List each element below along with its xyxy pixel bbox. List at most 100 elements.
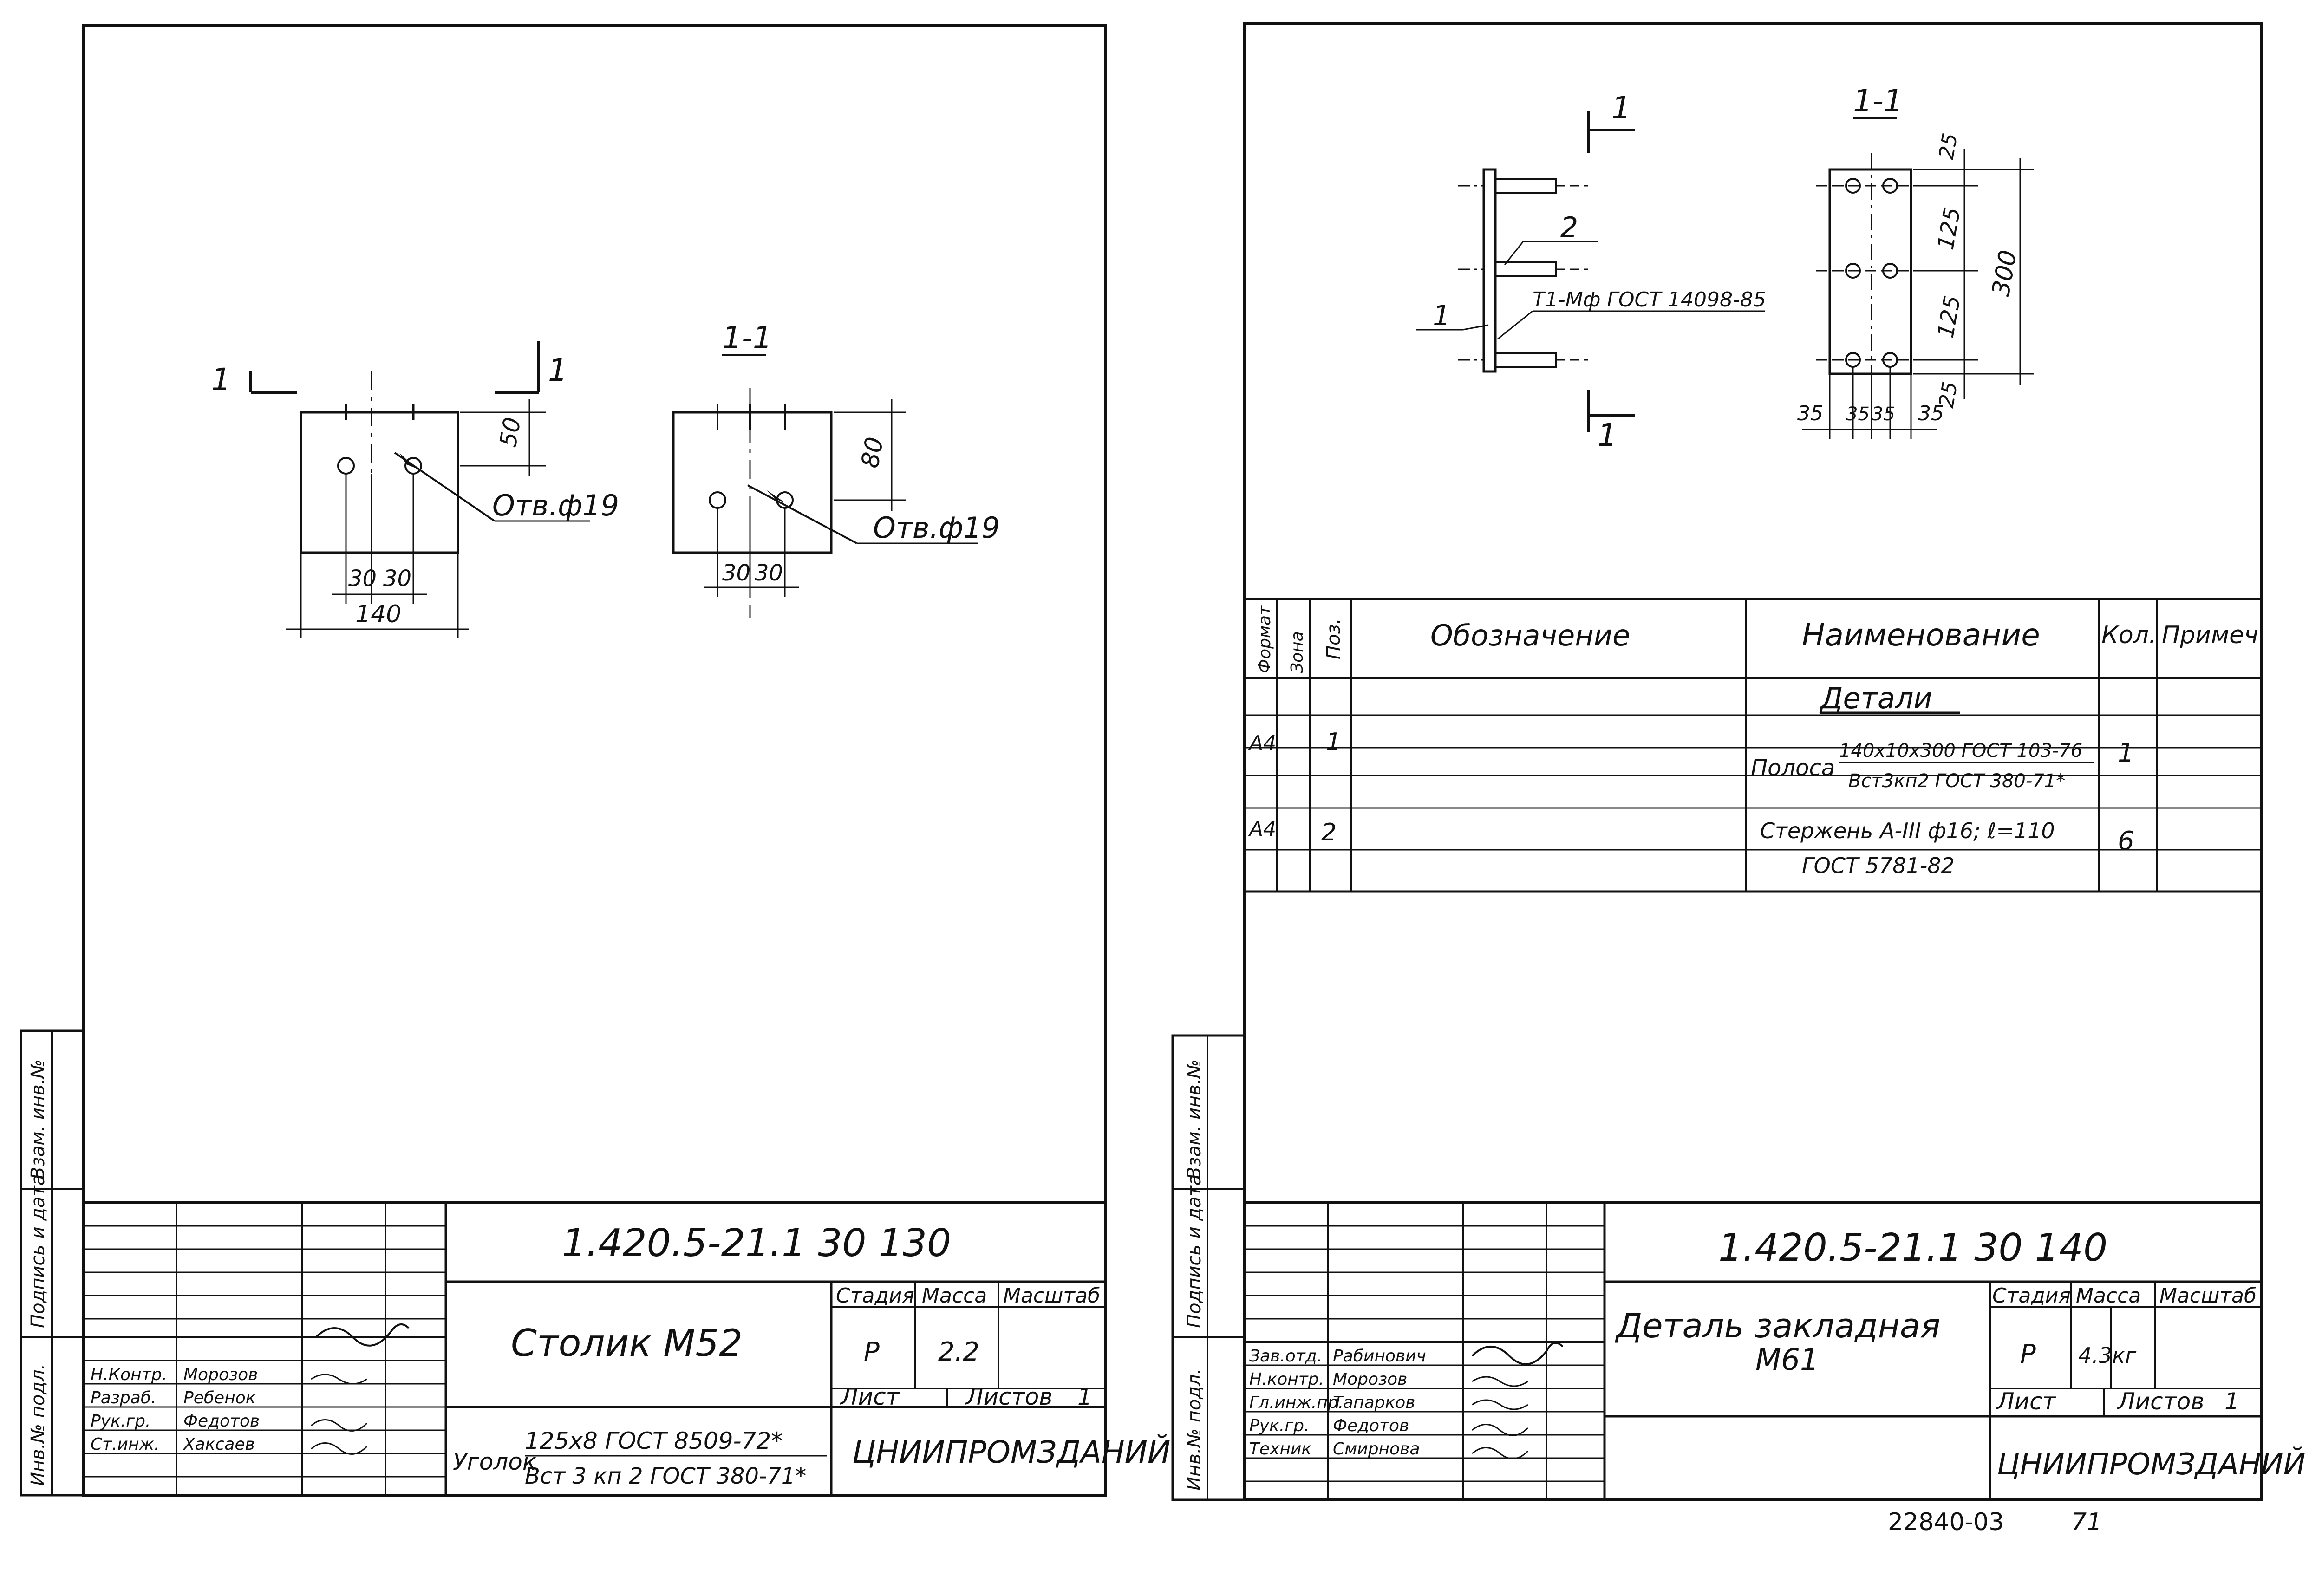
spec-row2-name-top: Стержень А-III ф16; ℓ=110 bbox=[1760, 818, 2055, 843]
right-doc-name-2: М61 bbox=[1755, 1343, 1819, 1377]
right-staff-name-1: Морозов bbox=[1333, 1370, 1407, 1389]
left-staff-role-3: Ст.инж. bbox=[91, 1435, 159, 1454]
left-sheet-label: Лист bbox=[840, 1383, 900, 1410]
side-cell-sign: Подпись и дата bbox=[27, 1174, 49, 1328]
right-side-stamp: Инв.№ подл. Подпись и дата Взам. инв.№ bbox=[1171, 1034, 1246, 1501]
left-title-block: Н.Контр. Морозов Разраб. Ребенок Рук.гр.… bbox=[84, 1201, 1170, 1495]
right-drawing-section: 1-1 25 125 125 25 300 bbox=[1797, 83, 2034, 439]
right-col-stage: Стадия bbox=[1992, 1284, 2071, 1308]
left-sheet: Инв.№ подл. Подпись и дата Взам. инв.№ О… bbox=[20, 24, 1170, 1497]
left-section-mark-l: 1 bbox=[211, 362, 231, 397]
right-dim-35-b: 35 bbox=[1846, 404, 1870, 425]
right-side-cell-replace: Взам. инв.№ bbox=[1184, 1059, 1205, 1179]
right-section-title: 1-1 bbox=[1853, 83, 1903, 119]
left-sheets-label: Листов bbox=[965, 1383, 1053, 1410]
spec-row1-name-top: 140х10х300 ГОСТ 103-76 bbox=[1839, 740, 2082, 762]
spec-header-name: Наименование bbox=[1802, 617, 2040, 653]
left-staff-name-0: Морозов bbox=[183, 1365, 258, 1384]
right-title-block: Зав.отд. Рабинович Н.контр. Морозов Гл.и… bbox=[1245, 1201, 2306, 1500]
side-cell-inv: Инв.№ подл. bbox=[27, 1364, 49, 1486]
right-dim-35-c: 35 bbox=[1872, 404, 1895, 425]
right-sheets-label: Листов bbox=[2117, 1388, 2205, 1415]
spec-row2-format: А4 bbox=[1248, 817, 1276, 841]
right-col-scale: Масштаб bbox=[2159, 1284, 2257, 1308]
right-signature-4 bbox=[1472, 1447, 1529, 1459]
right-sheet: Инв.№ подл. Подпись и дата Взам. инв.№ 1… bbox=[1171, 22, 2306, 1536]
left-sheets: 1 bbox=[1077, 1383, 1092, 1410]
right-dim-35-a: 35 bbox=[1797, 402, 1823, 425]
right-dim-300: 300 bbox=[1987, 248, 2022, 298]
left-staff-name-3: Хаксаев bbox=[183, 1435, 255, 1454]
right-signature-2 bbox=[1472, 1399, 1528, 1410]
left-signature-3 bbox=[311, 1442, 368, 1455]
spec-row1-name-prefix: Полоса bbox=[1751, 755, 1835, 781]
right-staff-role-1: Н.контр. bbox=[1249, 1370, 1324, 1389]
left-section-title: 1-1 bbox=[722, 320, 772, 356]
right-pos2-label: 2 bbox=[1560, 211, 1578, 244]
right-staff-name-3: Федотов bbox=[1333, 1416, 1409, 1435]
spec-header-format: Формат bbox=[1255, 605, 1274, 673]
right-staff-role-2: Гл.инж.пр. bbox=[1249, 1393, 1344, 1412]
right-staff-role-0: Зав.отд. bbox=[1249, 1347, 1322, 1366]
left-drawing-front: Отв.ф19 1 1 50 30 30 140 bbox=[211, 341, 619, 638]
left-org: ЦНИИПРОМЗДАНИЙ bbox=[852, 1434, 1170, 1470]
right-staff-name-0: Рабинович bbox=[1333, 1347, 1426, 1366]
right-staff-name-2: Тапарков bbox=[1333, 1393, 1415, 1412]
left-signature-0 bbox=[315, 1323, 410, 1347]
spec-row2-name-bottom: ГОСТ 5781-82 bbox=[1802, 853, 1955, 878]
left-staff-name-2: Федотов bbox=[183, 1412, 260, 1431]
left-col-scale: Масштаб bbox=[1003, 1284, 1100, 1308]
spec-group-title: Детали bbox=[1819, 681, 1932, 715]
left-side-stamp: Инв.№ подл. Подпись и дата Взам. инв.№ bbox=[20, 1029, 85, 1497]
right-doc-name-1: Деталь закладная bbox=[1615, 1306, 1940, 1345]
right-pos1-label: 1 bbox=[1433, 300, 1450, 332]
right-section-mark-bottom: 1 bbox=[1598, 417, 1617, 453]
spec-row1-qty: 1 bbox=[2118, 738, 2134, 768]
page-number: 70 bbox=[2320, 16, 2322, 54]
left-sec-dim-30b: 30 bbox=[755, 560, 783, 586]
left-staff-role-1: Разраб. bbox=[91, 1388, 156, 1407]
left-signature-1 bbox=[311, 1374, 367, 1385]
right-side-cell-inv: Инв.№ подл. bbox=[1184, 1368, 1205, 1491]
left-drawing-section: 1-1 Отв.ф19 80 30 30 bbox=[672, 320, 1000, 618]
left-sec-dim-30a: 30 bbox=[722, 560, 750, 586]
right-section-mark-top: 1 bbox=[1611, 90, 1631, 126]
left-doc-name: Столик М52 bbox=[511, 1322, 743, 1365]
spec-row2-qty: 6 bbox=[2118, 826, 2134, 856]
left-staff-role-2: Рук.гр. bbox=[91, 1412, 150, 1431]
right-footer-page: 71 bbox=[2071, 1508, 2102, 1536]
spec-header-designation: Обозначение bbox=[1430, 619, 1630, 652]
left-staff-role-0: Н.Контр. bbox=[91, 1365, 167, 1384]
right-mass: 4.3кг bbox=[2078, 1343, 2137, 1368]
left-col-mass: Масса bbox=[922, 1284, 987, 1308]
left-mass: 2.2 bbox=[938, 1337, 979, 1367]
right-signature-0 bbox=[1471, 1342, 1564, 1365]
left-hole-note-section: Отв.ф19 bbox=[873, 511, 1000, 545]
left-section-mark-r: 1 bbox=[548, 352, 567, 388]
left-dim-140: 140 bbox=[355, 600, 401, 628]
right-dim-125-b: 125 bbox=[1933, 293, 1966, 340]
left-material-bottom: Вст 3 кп 2 ГОСТ 380-71* bbox=[525, 1463, 806, 1489]
left-dim-50: 50 bbox=[495, 415, 526, 449]
right-drawing-side: 1 1 2 1 Т1-Мф ГОСТ 14098-85 bbox=[1416, 90, 1766, 453]
right-staff-name-4: Смирнова bbox=[1333, 1440, 1420, 1459]
spec-header-pos: Поз. bbox=[1323, 618, 1344, 659]
left-dim-30b: 30 bbox=[383, 566, 411, 592]
left-material-top: 125х8 ГОСТ 8509-72* bbox=[525, 1427, 783, 1454]
right-weld-note: Т1-Мф ГОСТ 14098-85 bbox=[1533, 288, 1766, 312]
right-spec-table: Формат Зона Поз. Обозначение Наименовани… bbox=[1245, 598, 2266, 893]
left-dim-80: 80 bbox=[856, 435, 889, 470]
left-col-stage: Стадия bbox=[836, 1284, 914, 1308]
left-hole-note-front: Отв.ф19 bbox=[492, 489, 619, 522]
left-signature-2 bbox=[311, 1419, 368, 1432]
right-footer-code: 22840-03 bbox=[1888, 1508, 2004, 1536]
right-sheet-label: Лист bbox=[1996, 1388, 2057, 1415]
right-dim-25-bottom: 25 bbox=[1935, 380, 1963, 410]
spec-row1-format: А4 bbox=[1248, 731, 1276, 755]
left-doc-code: 1.420.5-21.1 30 130 bbox=[562, 1221, 951, 1265]
left-stage: Р bbox=[864, 1337, 880, 1367]
spec-row1-pos: 1 bbox=[1326, 728, 1341, 756]
spec-row1-name-bottom: Вст3кп2 ГОСТ 380-71* bbox=[1848, 770, 2065, 792]
right-side-cell-sign: Подпись и дата bbox=[1184, 1174, 1205, 1328]
